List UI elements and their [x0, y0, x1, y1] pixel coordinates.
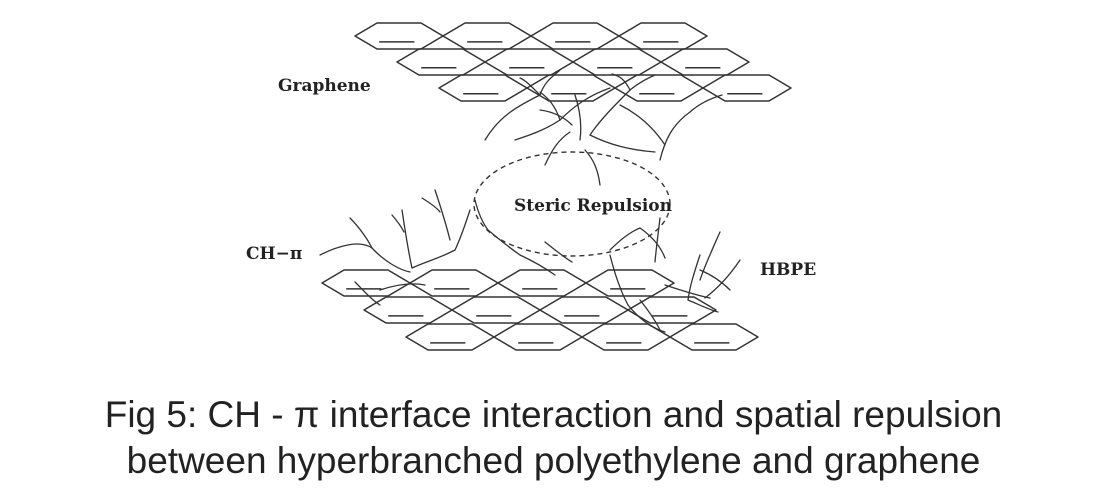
- bottom-sheet-hexagon: [409, 269, 499, 297]
- hbpe-label: HBPE: [760, 260, 817, 280]
- bottom-graphene-sheet: [321, 269, 759, 351]
- top-sheet-hexagon: [442, 22, 532, 50]
- top-graphene-sheet: [354, 22, 792, 102]
- graphene-label: Graphene: [278, 76, 371, 96]
- top-sheet-hexagon: [354, 22, 444, 50]
- bottom-sheet-hexagon: [585, 269, 675, 297]
- top-sheet-hexagon: [660, 48, 750, 76]
- top-sheet-hexagon: [530, 22, 620, 50]
- bottom-sheet-hexagon: [497, 269, 587, 297]
- top-sheet-hexagon: [396, 48, 486, 76]
- bottom-sheet-hexagon: [405, 323, 495, 351]
- hbpe-chains-top: [484, 69, 723, 186]
- hbpe-chains-bottom: [319, 189, 741, 333]
- figure-caption: Fig 5: CH - π interface interaction and …: [0, 392, 1107, 484]
- steric-repulsion-label: Steric Repulsion: [514, 196, 673, 216]
- top-sheet-hexagon: [572, 48, 662, 76]
- top-sheet-hexagon: [484, 48, 574, 76]
- top-sheet-hexagon: [438, 74, 528, 102]
- bottom-sheet-hexagon: [539, 296, 629, 324]
- bottom-sheet-hexagon: [581, 323, 671, 351]
- top-sheet-hexagon: [618, 22, 708, 50]
- top-sheet-hexagon: [702, 74, 792, 102]
- diagram: [319, 22, 792, 351]
- top-sheet-hexagon: [614, 74, 704, 102]
- bottom-sheet-hexagon: [363, 296, 453, 324]
- top-sheet-hexagon: [526, 74, 616, 102]
- bottom-sheet-hexagon: [451, 296, 541, 324]
- bottom-sheet-hexagon: [627, 296, 717, 324]
- bottom-sheet-hexagon: [669, 323, 759, 351]
- steric-repulsion-region: [473, 151, 671, 257]
- bottom-sheet-hexagon: [493, 323, 583, 351]
- caption-line-2: between hyperbranched polyethylene and g…: [126, 440, 981, 481]
- ch-pi-label: CH−π: [246, 244, 303, 264]
- bottom-sheet-hexagon: [321, 269, 411, 297]
- caption-line-1: Fig 5: CH - π interface interaction and …: [104, 394, 1003, 435]
